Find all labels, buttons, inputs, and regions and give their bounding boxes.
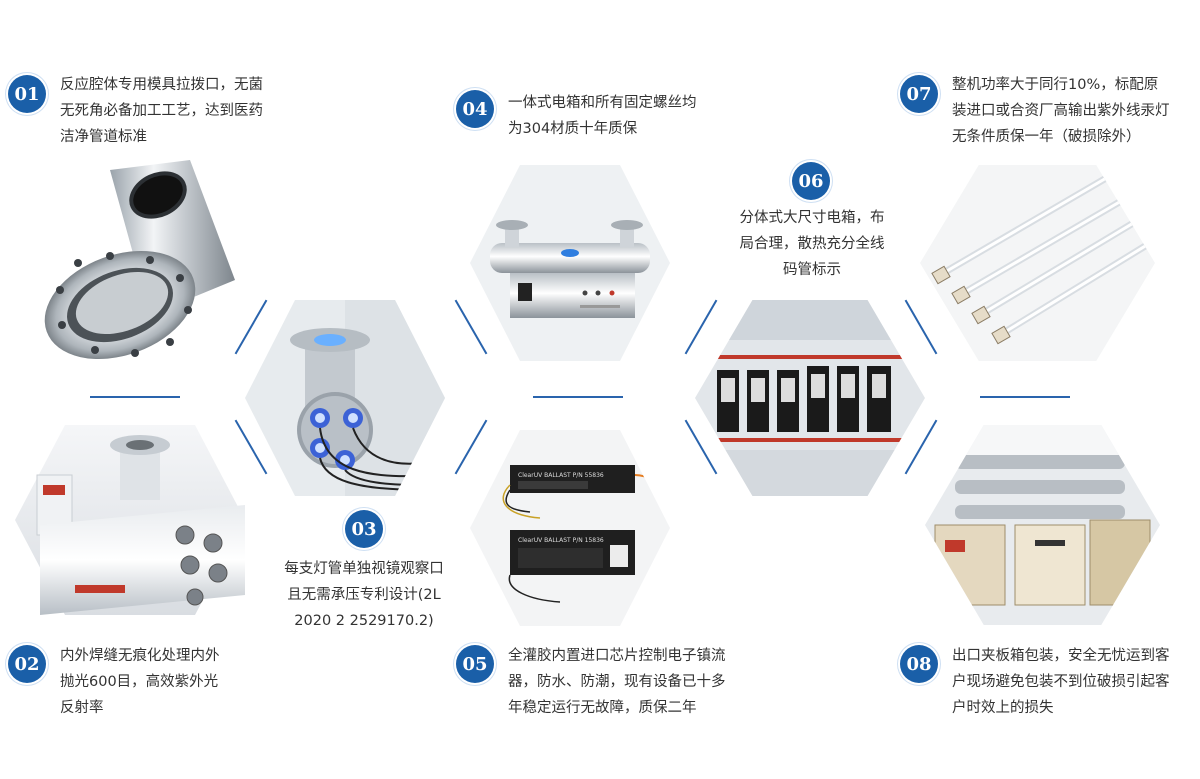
integrated-unit-hex [470,165,670,361]
tube-flange-photo [44,160,235,360]
sight-window-photo [245,300,445,496]
ballast-label-bottom: ClearUV BALLAST P/N 15836 [518,537,604,544]
badge-06: 06 [792,162,830,200]
badge-03: 03 [345,510,383,548]
feature-05-line: 器，防水、防潮，现有设备已十多 [508,674,726,690]
sight-window-hex [245,300,445,496]
feature-07-line: 无条件质保一年（破损除外） [952,129,1141,145]
feature-01-line: 反应腔体专用模具拉拨口，无菌 [60,77,263,93]
ballast-photo: ClearUV BALLAST P/N 55836 ClearUV BALLAS… [470,430,670,626]
divider-line [90,396,180,398]
feature-06-line: 局合理，散热充分全线 [739,236,885,252]
feature-02-line: 抛光600目，高效紫外光 [60,674,219,690]
feature-01-text: 反应腔体专用模具拉拨口，无菌 无死角必备加工工艺，达到医药 洁净管道标准 [60,72,263,150]
ballast-hex: ClearUV BALLAST P/N 55836 ClearUV BALLAS… [470,430,670,626]
feature-06-line: 分体式大尺寸电箱，布 [739,210,885,226]
feature-02-line: 反射率 [60,700,104,716]
feature-05-line: 年稳定运行无故障，质保二年 [508,700,697,716]
ballast-label-top: ClearUV BALLAST P/N 55836 [518,472,604,479]
badge-01: 01 [8,75,46,113]
badge-07: 07 [900,75,938,113]
feature-01-line: 无死角必备加工工艺，达到医药 [60,103,263,119]
badge-05: 05 [456,645,494,683]
feature-02-line: 内外焊缝无痕化处理内外 [60,648,220,664]
badge-02: 02 [8,645,46,683]
reactor-housing-photo [15,425,245,615]
feature-06-text: 分体式大尺寸电箱，布 局合理，散热充分全线 码管标示 [712,205,912,283]
feature-08-line: 出口夹板箱包装，安全无忧运到客 [952,648,1170,664]
feature-05-text: 全灌胶内置进口芯片控制电子镇流 器，防水、防潮，现有设备已十多 年稳定运行无故障… [508,643,726,721]
feature-06-line: 码管标示 [783,262,841,278]
integrated-unit-photo [470,165,670,361]
feature-07-line: 整机功率大于同行10%，标配原 [952,77,1159,93]
feature-03-text: 每支灯管单独视镜观察口 且无需承压专利设计(2L 2020 2 2529170.… [264,556,464,634]
packaging-hex [925,425,1160,625]
feature-04-line: 为304材质十年质保 [508,121,638,137]
feature-03-line: 2020 2 2529170.2) [294,613,434,629]
feature-08-text: 出口夹板箱包装，安全无忧运到客 户现场避免包装不到位破损引起客 户时效上的损失 [952,643,1170,721]
feature-07-text: 整机功率大于同行10%，标配原 装进口或合资厂高输出紫外线汞灯 无条件质保一年（… [952,72,1170,150]
control-cabinet-hex [695,300,925,496]
uv-lamp-hex [920,165,1155,361]
uv-lamp-photo [920,165,1155,361]
feature-08-line: 户时效上的损失 [952,700,1054,716]
feature-04-text: 一体式电箱和所有固定螺丝均 为304材质十年质保 [508,90,697,142]
feature-07-line: 装进口或合资厂高输出紫外线汞灯 [952,103,1170,119]
feature-05-line: 全灌胶内置进口芯片控制电子镇流 [508,648,726,664]
feature-04-line: 一体式电箱和所有固定螺丝均 [508,95,697,111]
badge-04: 04 [456,90,494,128]
badge-08: 08 [900,645,938,683]
feature-03-line: 每支灯管单独视镜观察口 [284,561,444,577]
feature-01-line: 洁净管道标准 [60,129,147,145]
divider-line [533,396,623,398]
feature-08-line: 户现场避免包装不到位破损引起客 [952,674,1170,690]
feature-02-text: 内外焊缝无痕化处理内外 抛光600目，高效紫外光 反射率 [60,643,220,721]
feature-03-line: 且无需承压专利设计(2L [287,587,441,603]
packaging-photo [925,425,1160,625]
control-cabinet-photo [695,300,925,496]
divider-line [980,396,1070,398]
